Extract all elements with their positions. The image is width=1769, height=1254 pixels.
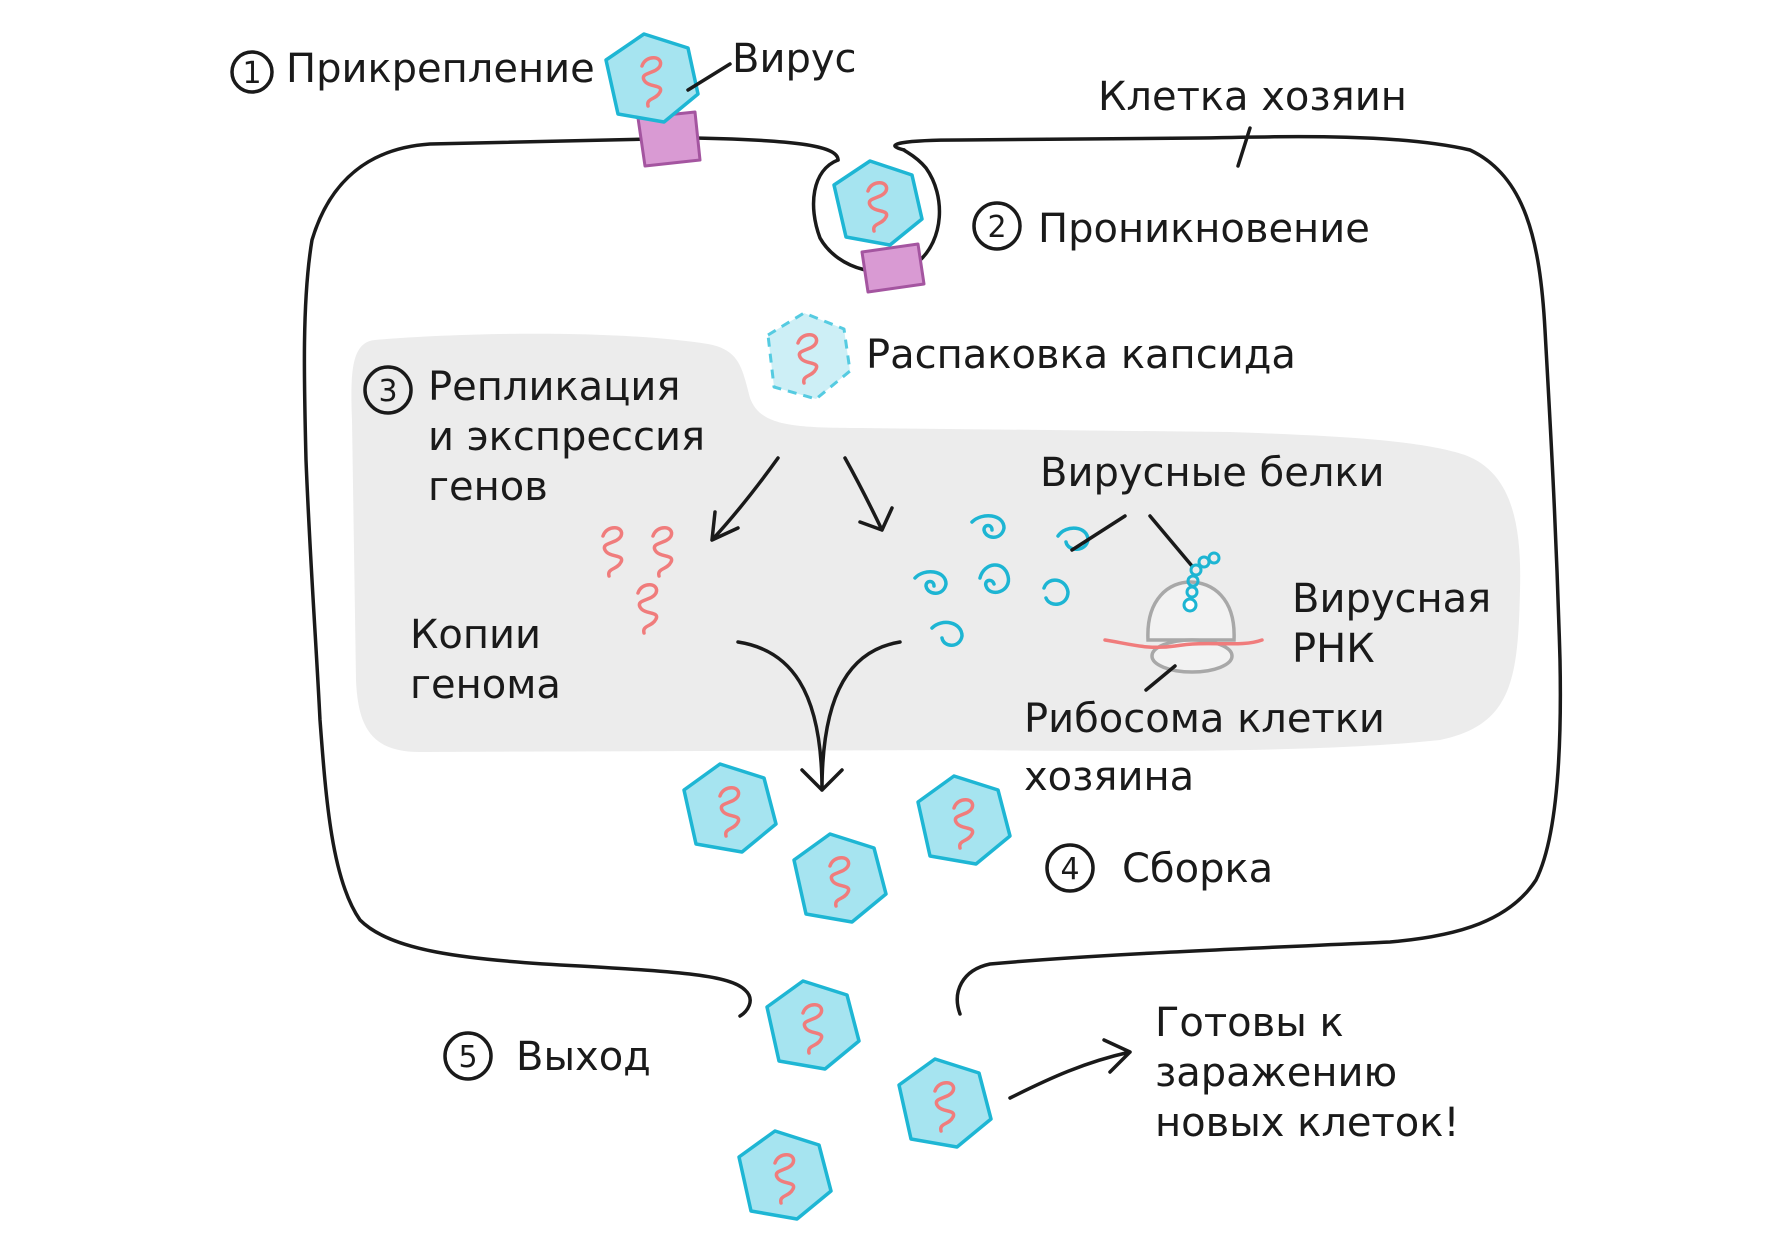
virus-pointer	[686, 62, 732, 92]
exiting-virus-2	[897, 1057, 993, 1149]
step-1-marker: 1	[230, 50, 274, 94]
protein-pointer-2	[1148, 514, 1194, 568]
label-exit: Выход	[516, 1034, 651, 1080]
label-replication-1: Репликация	[428, 364, 680, 410]
svg-text:5: 5	[458, 1040, 477, 1075]
label-virus: Вирус	[732, 36, 857, 82]
host-cell-pointer	[1236, 126, 1252, 168]
svg-text:4: 4	[1060, 852, 1079, 887]
label-ready-1: Готовы к	[1155, 1000, 1344, 1046]
label-genome-copies-2: генома	[410, 662, 561, 708]
label-ready-2: заражению	[1155, 1050, 1397, 1096]
step-2-marker: 2	[972, 201, 1022, 251]
virus-entering	[832, 159, 924, 247]
assembly-arrow	[736, 640, 902, 792]
arrow-to-proteins	[843, 456, 894, 532]
label-replication-3: генов	[428, 464, 548, 510]
step-5-marker: 5	[443, 1031, 493, 1081]
host-cell-membrane	[302, 136, 840, 1018]
virus-attaching	[604, 32, 700, 124]
assembled-virus-2	[792, 832, 888, 924]
protein-pointer-1	[1070, 514, 1127, 552]
exiting-virus-1	[765, 979, 861, 1071]
label-ribosome-2: хозяина	[1024, 754, 1194, 800]
uncoating-capsid	[766, 311, 852, 401]
svg-text:1: 1	[242, 56, 261, 91]
label-uncoating: Распаковка капсида	[866, 332, 1296, 378]
viral-rna-strand	[1103, 638, 1264, 650]
ribosome-pointer	[1144, 664, 1177, 692]
label-genome-copies-1: Копии	[410, 612, 541, 658]
label-viral-proteins: Вирусные белки	[1040, 450, 1385, 496]
ready-arrow	[1008, 1038, 1132, 1100]
step-3-marker: 3	[363, 365, 413, 415]
label-penetration: Проникновение	[1038, 206, 1370, 252]
label-assembly: Сборка	[1122, 846, 1273, 892]
svg-text:3: 3	[378, 374, 397, 409]
nascent-chain	[1185, 551, 1221, 599]
label-replication-2: и экспрессия	[428, 414, 705, 460]
label-ribosome-1: Рибосома клетки	[1024, 696, 1385, 742]
svg-text:2: 2	[987, 210, 1006, 245]
label-viral-rna-2: РНК	[1292, 626, 1375, 672]
label-viral-rna-1: Вирусная	[1292, 576, 1491, 622]
label-attachment: Прикрепление	[286, 46, 595, 92]
assembled-virus-3	[916, 774, 1012, 866]
viral-proteins	[913, 514, 1090, 647]
step-4-marker: 4	[1045, 843, 1095, 893]
label-ready-3: новых клеток!	[1155, 1100, 1459, 1146]
arrow-to-genome-copies	[710, 456, 780, 542]
label-host-cell: Клетка хозяин	[1098, 74, 1407, 120]
assembled-virus-1	[682, 762, 778, 854]
host-cell-membrane-right	[893, 134, 1563, 1016]
receptor-2	[860, 242, 926, 294]
exiting-virus-3	[737, 1129, 833, 1221]
